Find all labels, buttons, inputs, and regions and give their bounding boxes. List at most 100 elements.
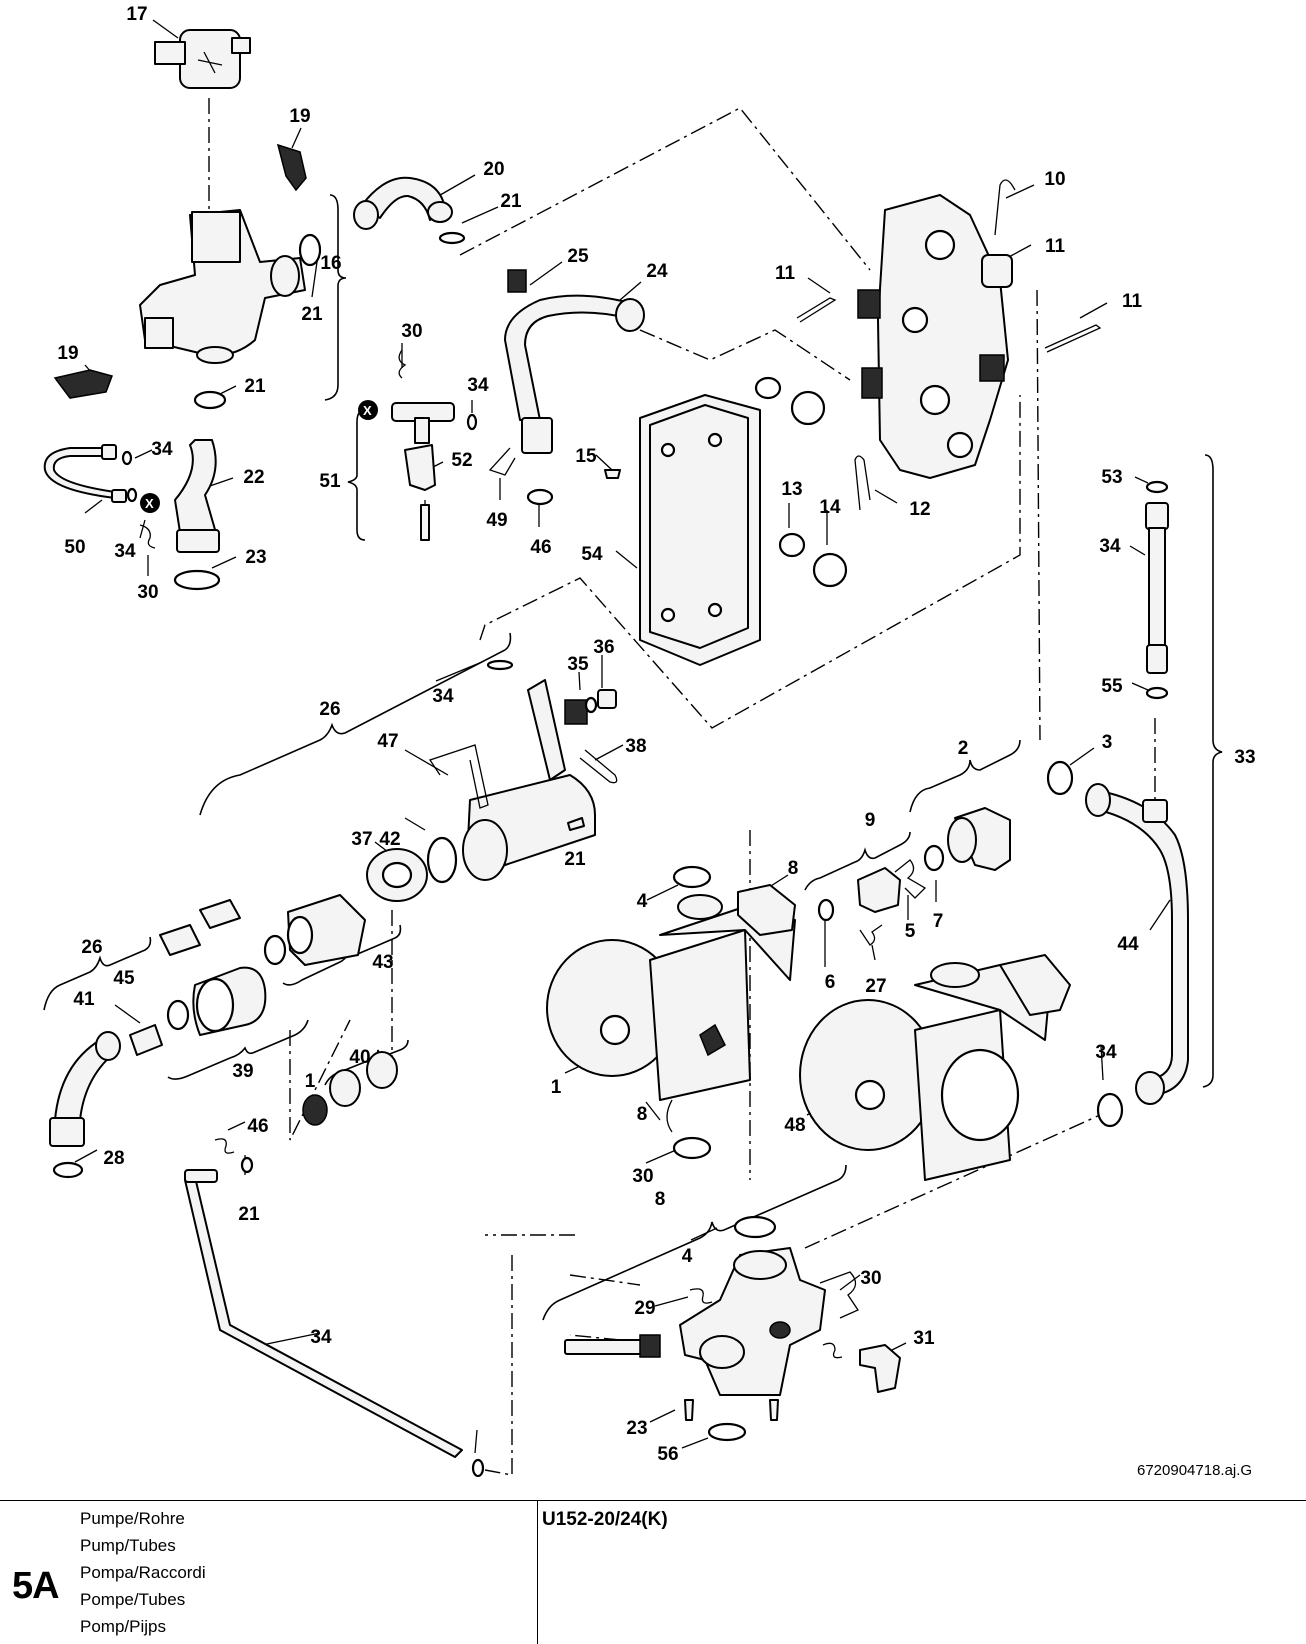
callout-label: 5 [905, 921, 916, 942]
o-ring-part-34c [1145, 686, 1169, 700]
filter-part-40 [302, 1094, 328, 1126]
o-ring-part-46a [526, 488, 554, 506]
o-ring-part-21e [1096, 1092, 1124, 1128]
clip-part-11d [854, 455, 871, 511]
screw-part-31a [684, 1399, 694, 1421]
clip-part-11c [1044, 324, 1102, 353]
o-ring-part-46b [52, 1161, 84, 1179]
clip-part-4b [819, 1271, 859, 1319]
callout-label: 11 [1045, 236, 1066, 257]
callout-label: 26 [81, 937, 102, 958]
diverter-motor-part-17 [154, 29, 251, 89]
o-ring-part-34f [471, 1458, 485, 1478]
o-ring-part-8a [672, 865, 712, 889]
clip-part-30a [139, 524, 156, 549]
clip-part-36 [579, 749, 618, 784]
callout-label: 40 [349, 1047, 370, 1068]
callout-label: 14 [819, 497, 841, 518]
title-italian: Pompa/Raccordi [80, 1563, 206, 1582]
o-ring-part-34a [121, 450, 133, 466]
heat-exchanger-part-14 [639, 394, 761, 666]
callout-label: 17 [126, 4, 147, 25]
o-ring-part-26b [263, 934, 287, 966]
footer-divider [537, 1501, 538, 1644]
callout-label: 6 [825, 972, 836, 993]
callout-label: 27 [865, 976, 886, 997]
callout-label: 56 [657, 1444, 678, 1465]
title-german: Pumpe/Rohre [80, 1509, 185, 1528]
seal-part-12b [778, 532, 806, 558]
callout-label: 50 [64, 537, 85, 558]
filling-valve-part-51 [391, 349, 478, 541]
pump-part-1-right [799, 954, 1071, 1181]
callout-label: 34 [467, 375, 489, 396]
callout-label: 54 [581, 544, 603, 565]
callout-label: 33 [1234, 747, 1255, 768]
screw-part-31b [769, 1399, 779, 1421]
footer-title-block: 5A Pumpe/Rohre Pump/Tubes Pompa/Raccordi… [0, 1500, 1306, 1644]
sleeve-part-45 [129, 1024, 163, 1056]
assembly-lines [208, 98, 1156, 1476]
callout-label: 25 [567, 246, 589, 267]
callout-label: 8 [655, 1189, 666, 1210]
o-ring-part-7 [817, 898, 835, 922]
callout-label: 30 [860, 1268, 881, 1289]
callout-label: 30 [632, 1166, 653, 1187]
callout-label: 34 [1095, 1042, 1117, 1063]
o-ring-part-21b [193, 390, 227, 410]
callout-label: 21 [301, 304, 323, 325]
marker-x-1: X [358, 400, 378, 420]
callout-label: 21 [238, 1204, 260, 1225]
callout-label: 51 [319, 471, 341, 492]
pump-base-part-28 [564, 1215, 826, 1396]
o-ring-part-34d [584, 696, 598, 714]
callout-label: 22 [243, 467, 264, 488]
callout-label: 53 [1101, 467, 1122, 488]
callout-label: 46 [247, 1116, 268, 1137]
callout-label: 34 [310, 1327, 332, 1348]
o-ring-part-23 [173, 569, 221, 591]
callout-label: 49 [486, 510, 507, 531]
clip-part-49 [488, 447, 516, 476]
callout-label: 34 [151, 439, 173, 460]
pipe-part-24 [504, 294, 631, 421]
callout-label: 11 [775, 263, 796, 284]
elbow-part-29 [859, 1344, 901, 1393]
callout-label: 41 [73, 989, 95, 1010]
clip-part-44a [159, 924, 201, 956]
callout-label: 16 [320, 253, 341, 274]
title-dutch: Pomp/Pijps [80, 1617, 166, 1636]
clip-part-38 [428, 744, 489, 809]
callout-label: 26 [319, 699, 340, 720]
exploded-parts-diagram: X X [43, 4, 1256, 1479]
callout-label: 19 [57, 343, 78, 364]
callout-label: 4 [682, 1246, 693, 1267]
o-ring-part-21c [438, 231, 466, 245]
clip-part-6 [859, 924, 883, 946]
plug-part-35 [597, 689, 617, 709]
callout-label: 31 [913, 1328, 935, 1349]
callout-label: 15 [575, 446, 597, 467]
callout-label: 23 [626, 1418, 647, 1439]
clip-part-19-left [53, 369, 113, 399]
seal-part-13b [812, 552, 848, 588]
seal-part-12a [754, 376, 782, 400]
screw-part-37 [567, 817, 585, 831]
callout-label: 55 [1101, 676, 1123, 697]
svg-text:X: X [363, 403, 372, 418]
callout-label: 44 [1117, 934, 1139, 955]
callout-label: 7 [933, 911, 944, 932]
callout-label: 37 [351, 829, 372, 850]
section-code: 5A [12, 1565, 60, 1607]
callout-label: 11 [1122, 291, 1143, 312]
o-ring-part-21d [1046, 760, 1074, 796]
callout-label: 30 [401, 321, 422, 342]
model-number: U152-20/24(K) [542, 1509, 668, 1530]
callout-label: 34 [432, 686, 454, 707]
callout-label: 21 [500, 191, 522, 212]
cable-part-48 [666, 1099, 673, 1133]
tube-part-56 [184, 1176, 463, 1458]
callout-label: 45 [113, 968, 135, 989]
callout-label: 21 [244, 376, 266, 397]
